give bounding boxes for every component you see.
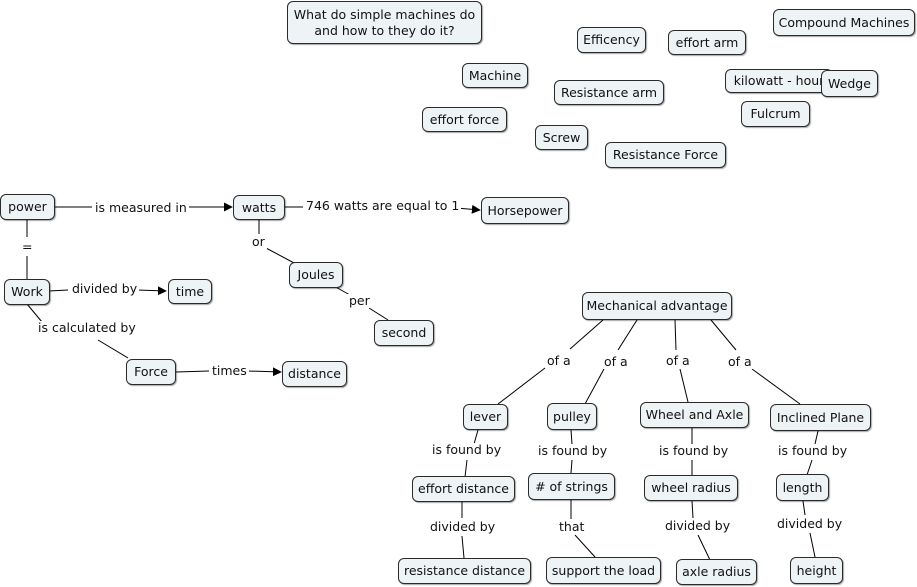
- wheel-and-axle-node[interactable]: Wheel and Axle: [640, 402, 749, 428]
- num-strings-node[interactable]: # of strings: [528, 473, 615, 500]
- link-is-found-by-inclined: is found by: [776, 443, 850, 458]
- fulcrum-node[interactable]: Fulcrum: [741, 101, 810, 127]
- link-times: times: [210, 363, 249, 378]
- height-node[interactable]: height: [790, 557, 843, 584]
- link-is-found-by-lever: is found by: [430, 442, 504, 457]
- question-node[interactable]: What do simple machines do and how to th…: [287, 1, 482, 44]
- link-746-watts: 746 watts are equal to 1: [304, 198, 462, 213]
- watts-node[interactable]: watts: [233, 195, 285, 220]
- power-node[interactable]: power: [0, 194, 55, 220]
- link-is-found-by-pulley: is found by: [536, 443, 610, 458]
- resistance-arm-node[interactable]: Resistance arm: [554, 80, 664, 105]
- compound-machines-node[interactable]: Compound Machines: [773, 9, 915, 36]
- mechanical-advantage-node[interactable]: Mechanical advantage: [582, 292, 732, 320]
- force-node[interactable]: Force: [126, 359, 176, 385]
- resistance-force-node[interactable]: Resistance Force: [605, 142, 726, 168]
- link-is-measured-in: is measured in: [93, 200, 189, 215]
- inclined-plane-node[interactable]: Inclined Plane: [770, 404, 871, 431]
- time-node[interactable]: time: [168, 279, 212, 304]
- link-of-a-lever: of a: [545, 353, 573, 368]
- distance-node[interactable]: distance: [282, 361, 347, 387]
- link-divided-by-wheel: divided by: [663, 518, 733, 533]
- pulley-node[interactable]: pulley: [547, 403, 597, 430]
- link-divided-by-lever: divided by: [428, 519, 498, 534]
- wedge-node[interactable]: Wedge: [821, 70, 878, 97]
- link-of-a-inclined: of a: [726, 354, 754, 369]
- link-per: per: [347, 293, 372, 308]
- work-node[interactable]: Work: [4, 279, 50, 305]
- link-divided-by-inclined: divided by: [775, 516, 845, 531]
- axle-radius-node[interactable]: axle radius: [676, 559, 757, 585]
- horsepower-node[interactable]: Horsepower: [481, 197, 569, 224]
- link-divided-by-work: divided by: [70, 281, 140, 296]
- effort-force-node[interactable]: effort force: [422, 107, 507, 132]
- link-or: or: [250, 234, 267, 249]
- effort-distance-node[interactable]: effort distance: [412, 476, 515, 502]
- kilowatt-hour-node[interactable]: kilowatt - hour: [725, 69, 833, 93]
- lever-node[interactable]: lever: [463, 404, 508, 430]
- joules-node[interactable]: Joules: [289, 262, 343, 288]
- effort-arm-node[interactable]: effort arm: [668, 30, 746, 55]
- length-node[interactable]: length: [776, 474, 829, 501]
- wheel-radius-node[interactable]: wheel radius: [644, 475, 738, 501]
- link-of-a-wheel: of a: [664, 353, 692, 368]
- screw-node[interactable]: Screw: [535, 125, 588, 150]
- machine-node[interactable]: Machine: [462, 63, 528, 88]
- resistance-distance-node[interactable]: resistance distance: [398, 558, 531, 584]
- link-is-calculated-by: is calculated by: [36, 320, 138, 335]
- link-is-found-by-wheel: is found by: [657, 443, 731, 458]
- efficency-node[interactable]: Efficency: [577, 27, 646, 53]
- second-node[interactable]: second: [374, 320, 434, 346]
- link-that: that: [557, 519, 587, 534]
- support-the-load-node[interactable]: support the load: [546, 557, 661, 584]
- link-of-a-pulley: of a: [602, 354, 630, 369]
- link-equals: =: [20, 239, 35, 254]
